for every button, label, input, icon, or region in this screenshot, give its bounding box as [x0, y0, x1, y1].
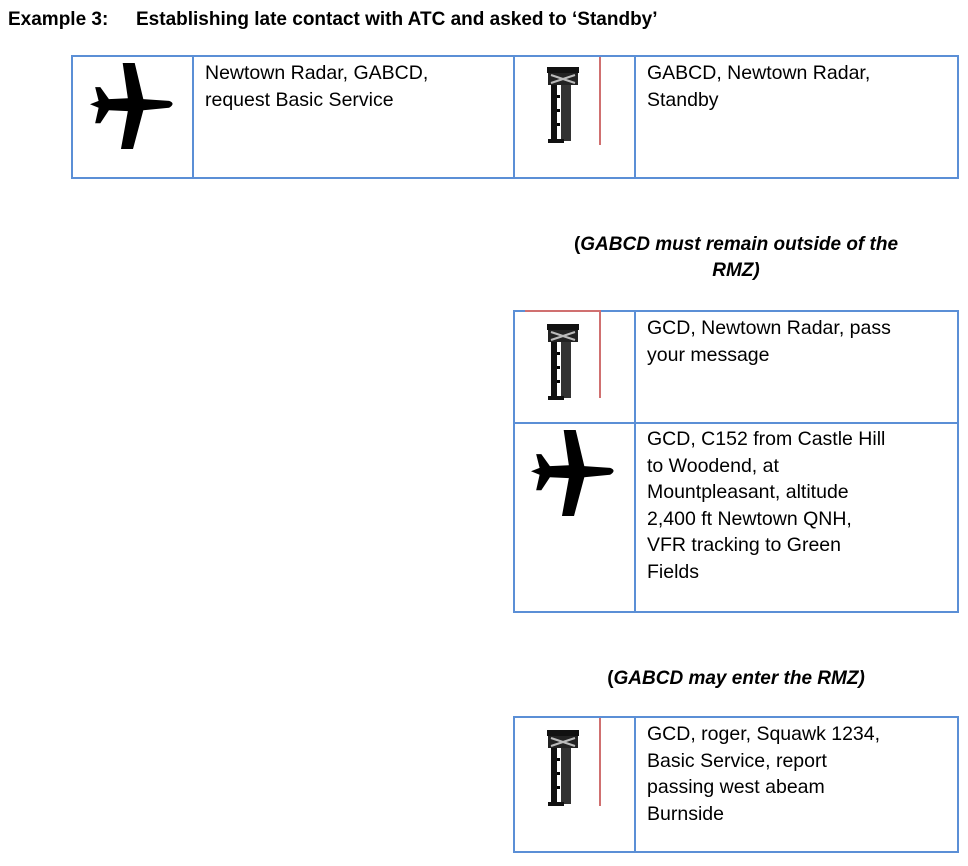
row-divider	[515, 422, 957, 424]
atc-transmission: GCD, Newtown Radar, pass your message	[647, 317, 891, 366]
pilot-transmission: Newtown Radar, GABCD, request Basic Serv…	[205, 62, 429, 111]
exchange-table-2: GCD, Newtown Radar, pass your message GC…	[513, 310, 959, 613]
accent-line	[599, 718, 601, 806]
atc-transmission: GABCD, Newtown Radar, Standby	[647, 62, 871, 111]
divider	[513, 57, 515, 177]
divider	[634, 718, 636, 851]
aircraft-icon	[90, 63, 173, 149]
exchange-table-3: GCD, roger, Squawk 1234, Basic Service, …	[513, 716, 959, 853]
example-title: Establishing late contact with ATC and a…	[136, 9, 658, 30]
control-tower-icon	[547, 730, 579, 806]
exchange-table-1: Newtown Radar, GABCD, request Basic Serv…	[71, 55, 959, 179]
aircraft-icon	[531, 430, 614, 516]
procedure-note: (GABCD may enter the RMZ)	[607, 668, 865, 689]
pilot-transmission: GCD, C152 from Castle Hill to Woodend, a…	[647, 428, 886, 583]
procedure-note: (GABCD must remain outside of the RMZ)	[573, 234, 899, 281]
divider	[634, 312, 636, 611]
example-heading: Example 3: Establishing late contact with…	[8, 9, 658, 31]
accent-line	[599, 57, 601, 145]
divider	[192, 57, 194, 177]
atc-transmission: GCD, roger, Squawk 1234, Basic Service, …	[647, 723, 881, 825]
accent-line	[525, 310, 601, 312]
control-tower-icon	[547, 67, 579, 143]
example-number: Example 3:	[8, 9, 109, 30]
divider	[634, 57, 636, 177]
control-tower-icon	[547, 324, 579, 400]
accent-line	[599, 312, 601, 398]
